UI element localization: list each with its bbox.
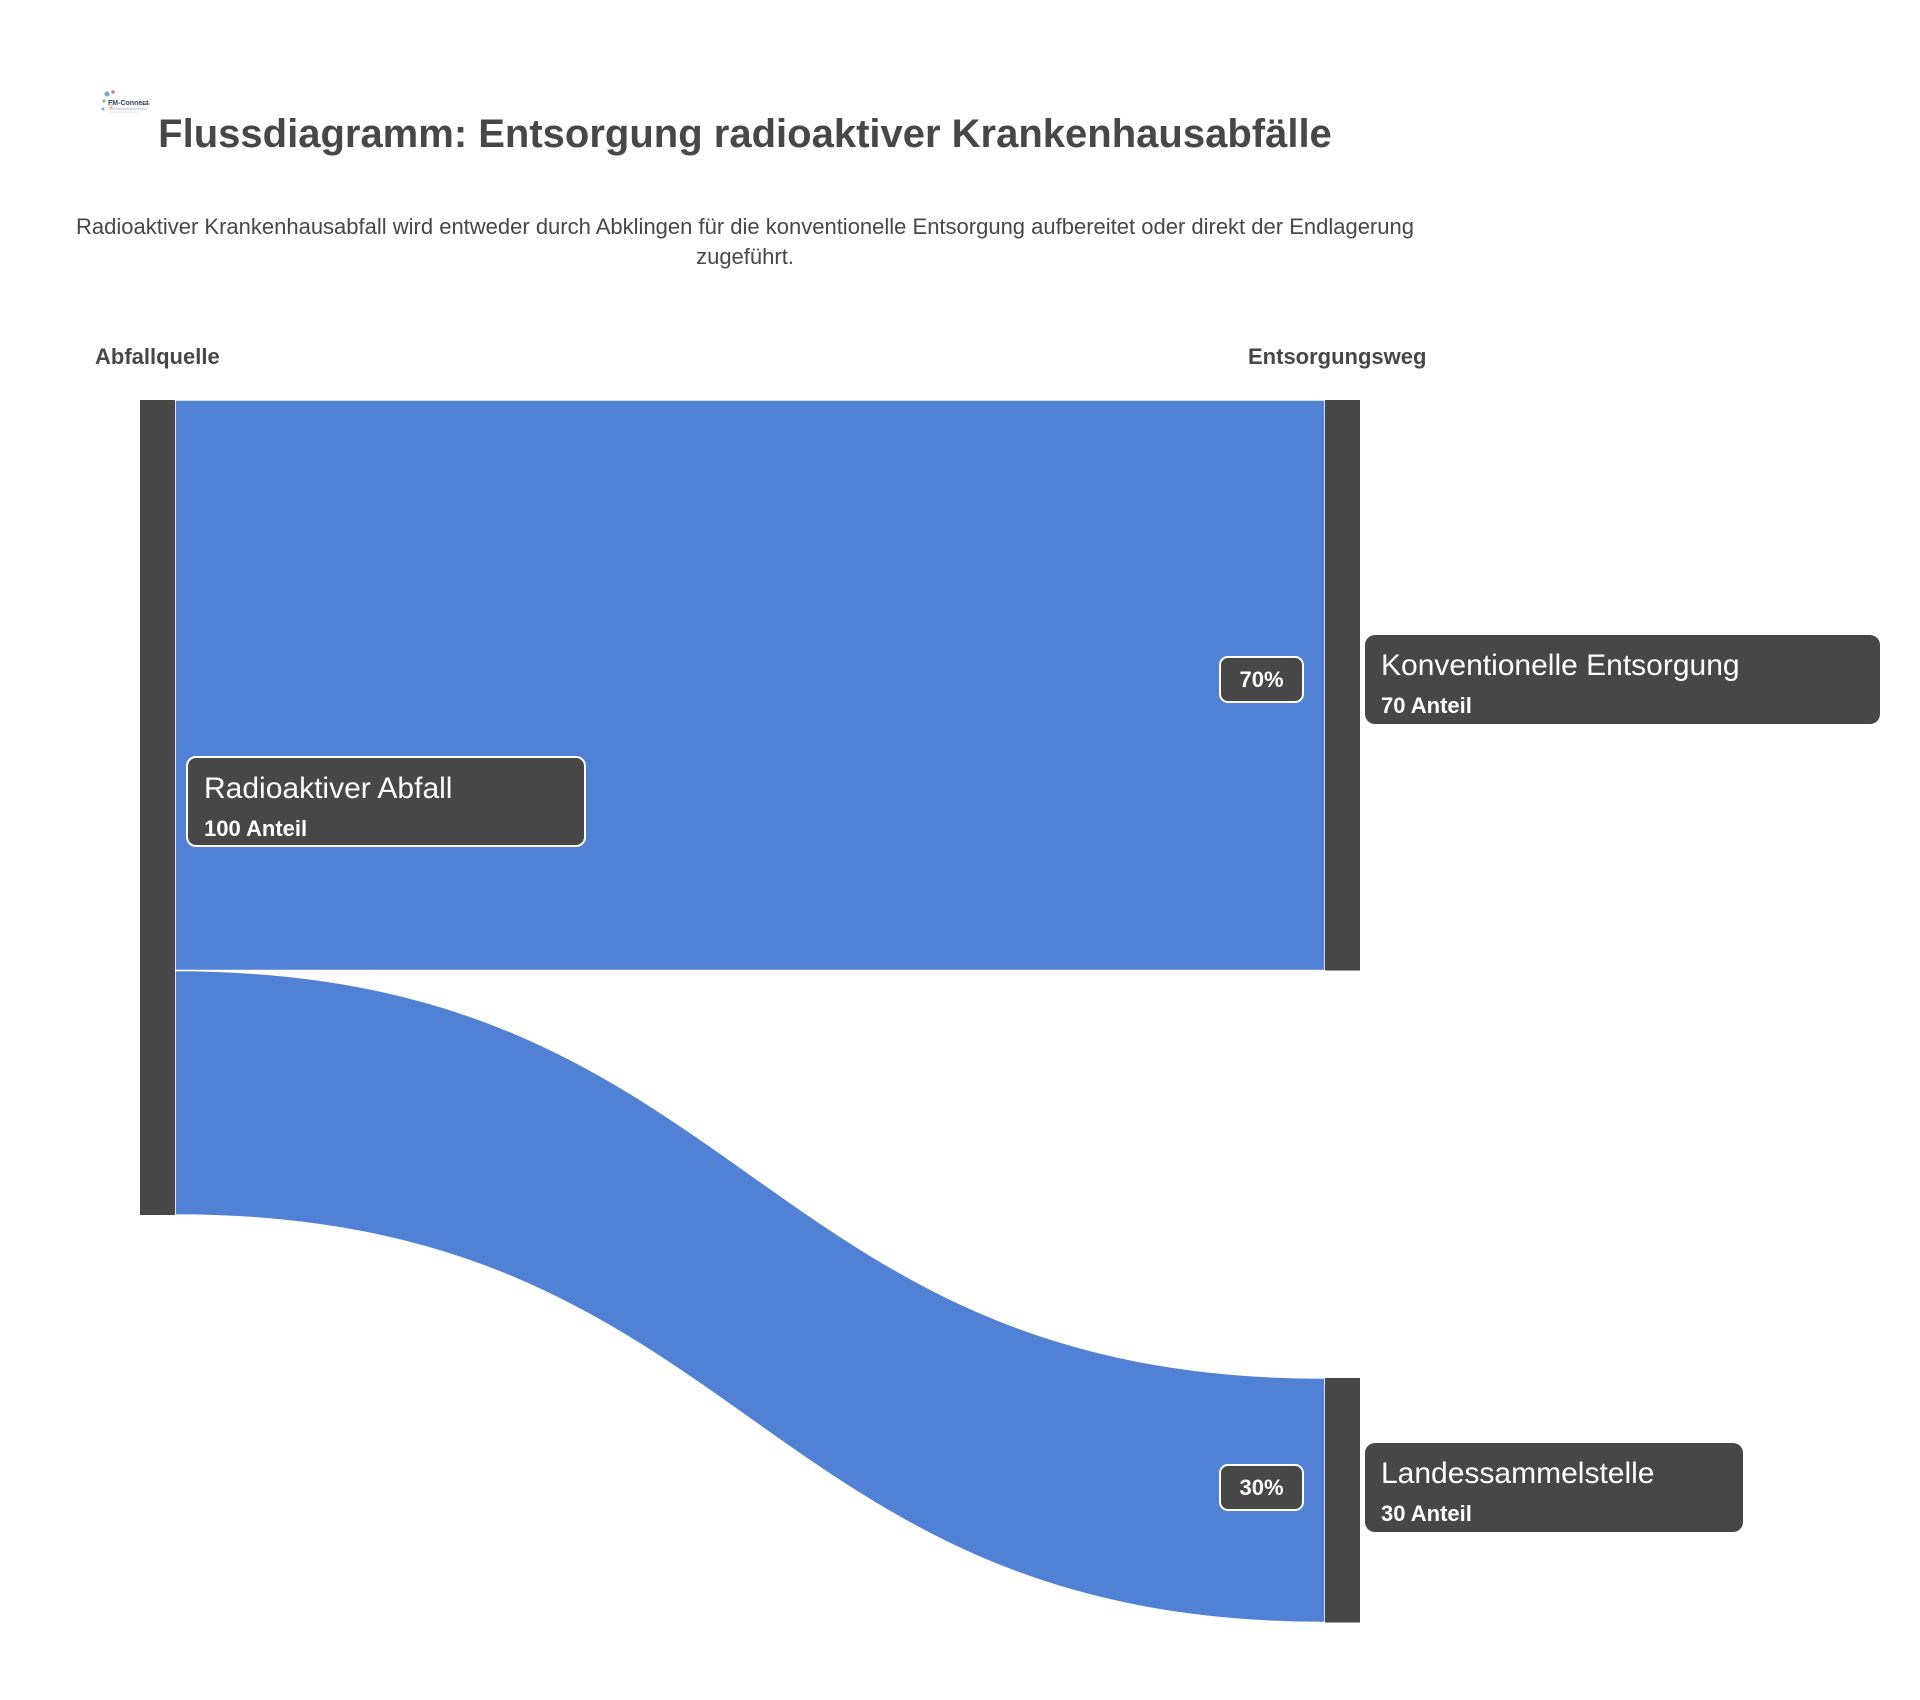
brand-logo: FM-Connect .com	[101, 90, 150, 113]
node-value: 100 Anteil	[204, 816, 308, 841]
svg-text:.com: .com	[141, 101, 150, 106]
node-value: 30 Anteil	[1381, 1501, 1472, 1526]
page-title: Flussdiagramm: Entsorgung radioaktiver K…	[158, 112, 1332, 156]
link-percent-label: 70%	[1219, 656, 1304, 703]
node-name: Konventionelle Entsorgung	[1381, 649, 1740, 682]
svg-text:FM-Connect: FM-Connect	[108, 100, 149, 107]
link-percent-label: 30%	[1219, 1464, 1304, 1511]
sankey-node-target	[1325, 1378, 1360, 1623]
sankey-link	[174, 969, 1326, 1624]
nodes-layer	[140, 400, 1360, 1623]
node-label-landessammelstelle: Landessammelstelle 30 Anteil	[1365, 1443, 1743, 1532]
page-subtitle: Radioaktiver Krankenhausabfall wird entw…	[76, 214, 1414, 269]
node-name: Landessammelstelle	[1381, 1457, 1655, 1490]
sankey-link	[174, 399, 1326, 972]
sankey-node-target	[1325, 400, 1360, 971]
node-label-radioaktiver-abfall: Radioaktiver Abfall 100 Anteil	[186, 756, 586, 847]
links-layer	[174, 399, 1326, 1624]
node-label-konventionelle-entsorgung: Konventionelle Entsorgung 70 Anteil	[1365, 635, 1880, 724]
column-label-target: Entsorgungsweg	[1248, 344, 1427, 369]
node-name: Radioaktiver Abfall	[204, 772, 453, 805]
sankey-node-source	[140, 400, 175, 1215]
node-value: 70 Anteil	[1381, 693, 1472, 718]
column-label-source: Abfallquelle	[95, 344, 220, 369]
